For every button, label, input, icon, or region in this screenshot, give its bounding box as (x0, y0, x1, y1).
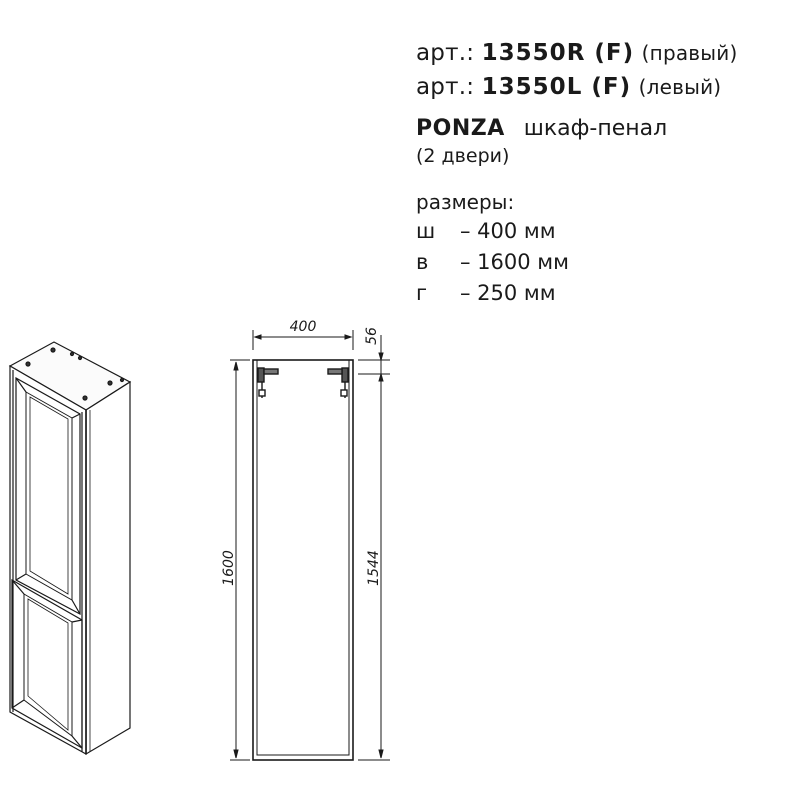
article-prefix: арт.: (416, 74, 475, 100)
dimension-value: – 400 мм (460, 219, 556, 243)
cabinet-3d-illustration (8, 341, 132, 756)
width-dimension (252, 330, 354, 350)
article-side: (левый) (638, 75, 722, 99)
front-elevation (230, 330, 390, 761)
hinge-right-icon (327, 367, 349, 398)
dimension-value: – 1600 мм (460, 250, 569, 274)
width-label: 400 (290, 319, 317, 335)
dimension-key: в (416, 250, 429, 274)
dimension-height: в – 1600 мм (416, 247, 737, 278)
spec-block: арт.: 13550R (F) (правый) арт.: 13550L (… (416, 36, 737, 309)
dimension-depth: г – 250 мм (416, 278, 737, 309)
dimension-key: ш (416, 219, 436, 243)
article-code: 13550R (F) (481, 40, 635, 66)
dimension-width: ш – 400 мм (416, 216, 737, 247)
article-code: 13550L (F) (481, 74, 632, 100)
dimensions-heading: размеры: (416, 190, 515, 214)
inner-height-dimension (358, 335, 390, 761)
doors-count: (2 двери) (416, 145, 510, 167)
article-prefix: арт.: (416, 40, 475, 66)
brand-name: PONZA (416, 116, 505, 141)
article-right: арт.: 13550R (F) (правый) (416, 36, 737, 70)
top-offset-label: 56 (364, 327, 380, 345)
hinge-left-icon (257, 367, 279, 398)
inner-height-label: 1544 (366, 550, 382, 586)
article-left: арт.: 13550L (F) (левый) (416, 70, 737, 104)
product-title: PONZA шкаф-пенал (416, 114, 737, 144)
total-height-dimension (230, 359, 250, 761)
dimension-value: – 250 мм (460, 281, 556, 305)
dimension-key: г (416, 281, 428, 305)
total-height-label: 1600 (221, 550, 237, 586)
product-type: шкаф-пенал (523, 116, 668, 141)
article-side: (правый) (641, 41, 738, 65)
